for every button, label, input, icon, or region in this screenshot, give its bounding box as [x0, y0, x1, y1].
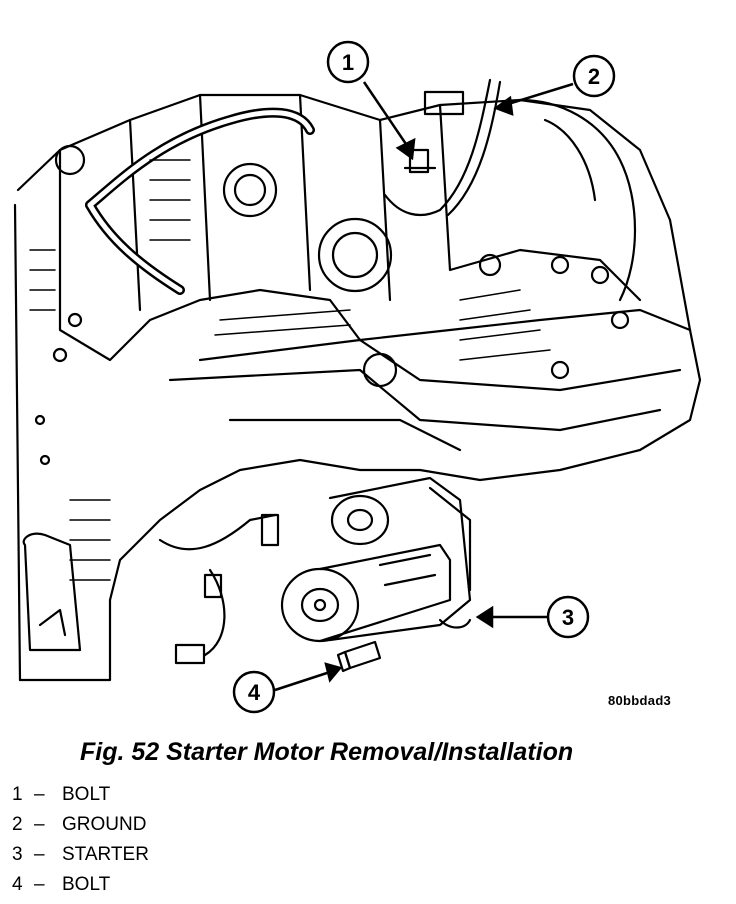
- legend-label: BOLT: [62, 784, 111, 805]
- legend-number: 4: [12, 874, 23, 895]
- legend-item: 2–GROUND: [12, 810, 149, 840]
- engine-block: [13, 93, 702, 682]
- legend-separator: –: [34, 814, 45, 835]
- coolant-hose: [85, 107, 315, 295]
- leader-lines: [274, 81, 574, 692]
- callout-4: 4: [232, 670, 276, 714]
- figure-caption: Fig. 52 Starter Motor Removal/Installati…: [80, 738, 574, 766]
- starter-bolt: [336, 640, 382, 673]
- wiring-harness: [158, 513, 280, 665]
- image-code: 80bbdad3: [608, 693, 672, 708]
- callout-number: 1: [342, 50, 354, 75]
- callout-number: 3: [562, 605, 574, 630]
- callout-number: 2: [588, 64, 600, 89]
- legend-label: BOLT: [62, 874, 111, 895]
- legend-item: 1–BOLT: [12, 780, 149, 810]
- legend-number: 1: [12, 784, 23, 805]
- legend-separator: –: [34, 844, 45, 865]
- legend-item: 3–STARTER: [12, 840, 149, 870]
- upper-bolt: [403, 148, 437, 174]
- callout-3: 3: [546, 595, 590, 639]
- legend-label: GROUND: [62, 814, 147, 835]
- starter-motor: [280, 476, 472, 643]
- legend-separator: –: [34, 784, 45, 805]
- side-panel: [22, 532, 82, 652]
- callout-2: 2: [572, 54, 616, 98]
- legend-number: 3: [12, 844, 23, 865]
- legend: 1–BOLT 2–GROUND 3–STARTER 4–BOLT: [12, 780, 149, 900]
- callout-1: 1: [326, 40, 370, 84]
- ground-strap: [383, 78, 502, 217]
- block-ribs: [29, 159, 551, 581]
- legend-number: 2: [12, 814, 23, 835]
- legend-separator: –: [34, 874, 45, 895]
- legend-item: 4–BOLT: [12, 870, 149, 900]
- callout-number: 4: [248, 680, 261, 705]
- engine-starter-illustration: 1 2 3 4: [13, 40, 702, 714]
- legend-label: STARTER: [62, 844, 149, 865]
